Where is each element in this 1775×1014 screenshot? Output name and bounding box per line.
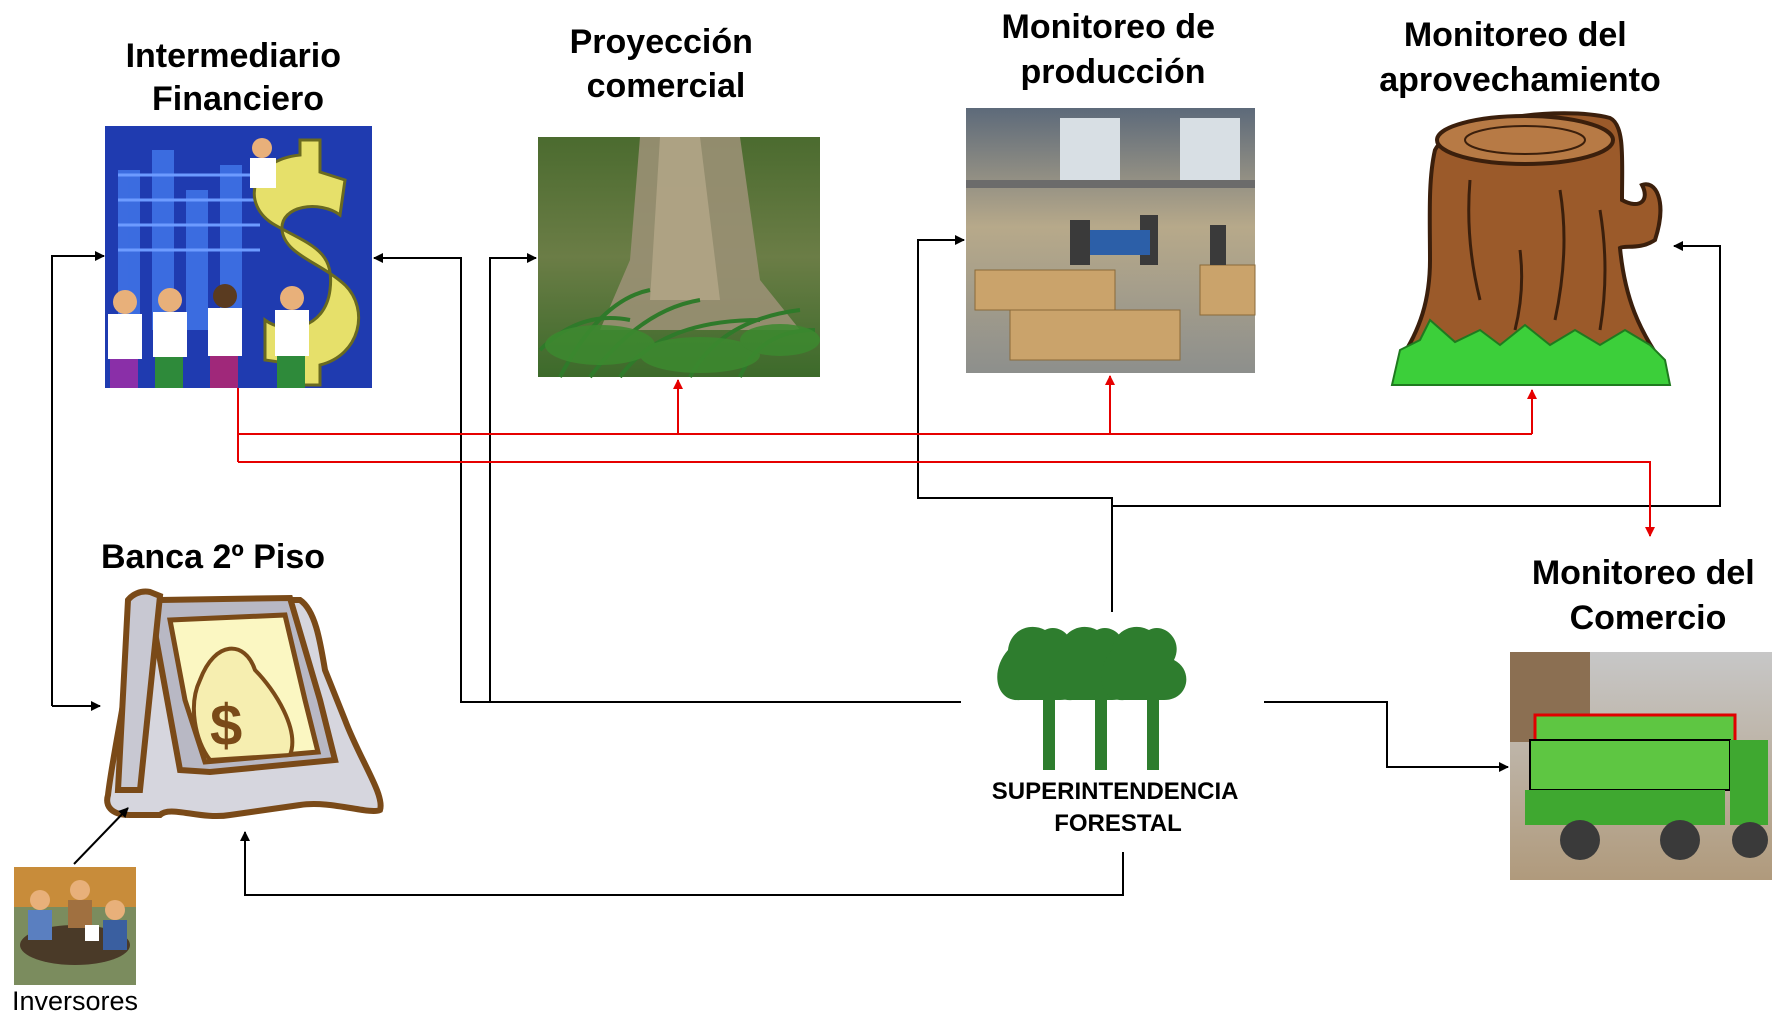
forest-photo (538, 137, 820, 379)
proyeccion-title: Proyección comercial (570, 23, 763, 105)
comercio-title: Monitoreo del Comercio (1532, 554, 1764, 637)
connector-inversores-banca (73, 807, 129, 865)
bank-money-bag-icon: $ (104, 588, 384, 819)
intermediario-title: Intermediario Financiero (126, 37, 351, 118)
produccion-title: Monitoreo de producción (1002, 8, 1225, 91)
connector-superintendencia-proyeccion (489, 253, 961, 703)
superintendencia-label: SUPERINTENDENCIA FORESTAL (992, 778, 1244, 837)
connector-banca-intermediario-up (51, 251, 105, 706)
connector-superintendencia-aprovechamiento (1112, 241, 1721, 507)
red-connector-trunk (237, 388, 1532, 462)
red-connectors (237, 375, 1655, 537)
truck-photo (1510, 652, 1772, 880)
connector-superintendencia-comercio (1264, 701, 1509, 772)
three-trees-icon (997, 626, 1187, 770)
connector-superintendencia-produccion (917, 235, 1113, 612)
red-connector-comercio (238, 461, 1655, 537)
finance-dollar-icon (105, 126, 372, 388)
connector-superintendencia-banca (240, 831, 1124, 896)
black-connectors (51, 235, 1721, 896)
inversores-label: Inversores (12, 986, 138, 1014)
tree-stump-icon (1390, 111, 1672, 386)
svg-text:$: $ (210, 693, 242, 758)
aprovechamiento-title: Monitoreo del aprovechamiento (1379, 16, 1661, 99)
sawmill-photo (966, 108, 1256, 373)
banca-title: Banca 2º Piso (101, 538, 325, 576)
meeting-people-icon (14, 867, 136, 985)
